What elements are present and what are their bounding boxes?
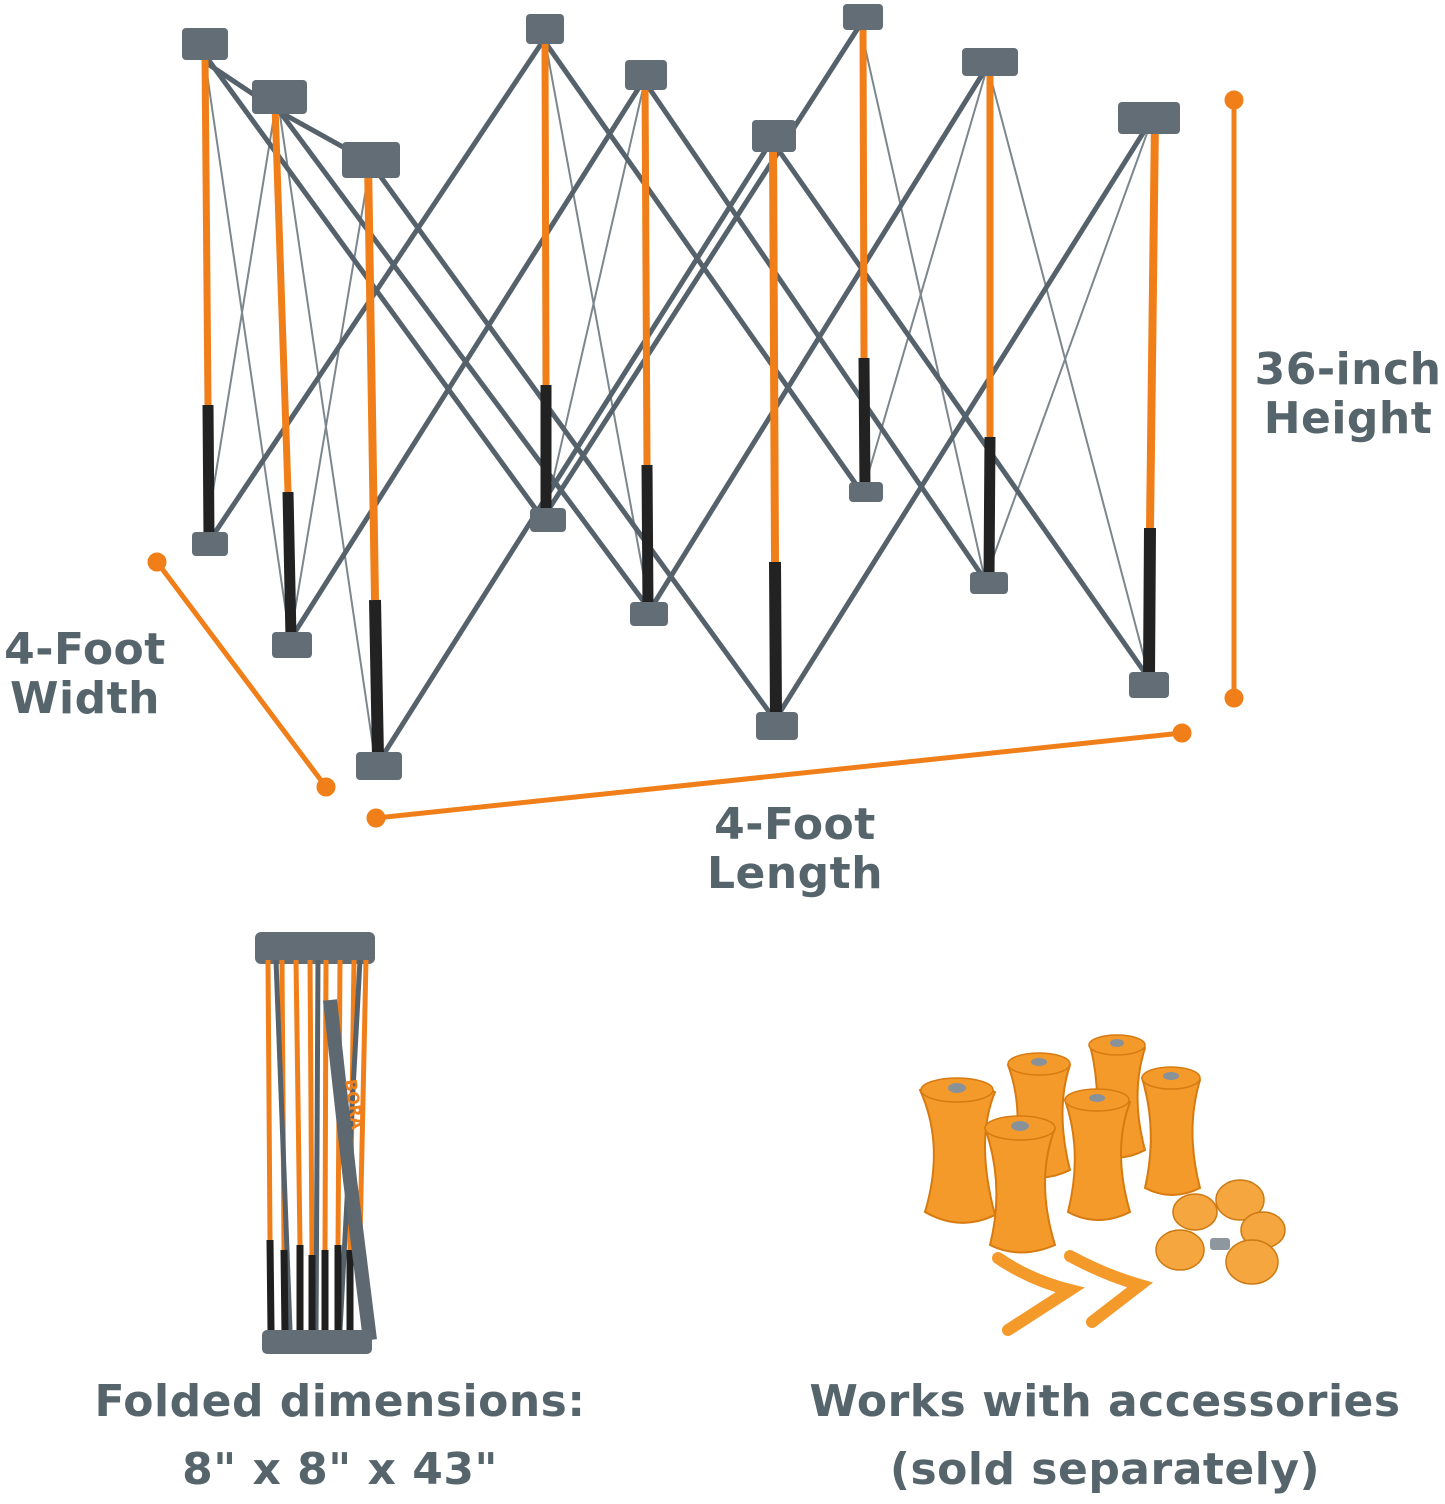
- orange-accessory-set-icon: [918, 1034, 1286, 1336]
- folded-title: Folded dimensions:: [94, 1376, 586, 1427]
- width-caption: Width: [10, 673, 160, 725]
- length-dimension-label: 4-Foot Length: [690, 800, 900, 899]
- width-dimension-label: 4-Foot Width: [0, 625, 170, 724]
- height-value: 36-inch: [1254, 344, 1442, 395]
- width-dimension-line: [155, 560, 328, 789]
- folded-size: 8" x 8" x 43": [182, 1444, 498, 1496]
- length-caption: Length: [706, 848, 884, 900]
- folded-sawhorse-bundle-icon: BORA: [255, 932, 377, 1354]
- dimension-lines: [147, 90, 1244, 828]
- width-value: 4-Foot: [4, 624, 166, 675]
- accessories-note: (sold separately): [889, 1444, 1321, 1496]
- height-caption: Height: [1263, 393, 1433, 445]
- accessories-caption: Works with accessories (sold separately): [800, 1368, 1410, 1504]
- length-value: 4-Foot: [714, 799, 876, 850]
- length-dimension-line: [375, 730, 1183, 821]
- height-dimension-label: 36-inch Height: [1248, 345, 1445, 444]
- accessories-title: Works with accessories: [809, 1376, 1401, 1427]
- sawhorse-stand-icon: [182, 4, 1180, 780]
- folded-dimensions-caption: Folded dimensions: 8" x 8" x 43": [60, 1368, 620, 1504]
